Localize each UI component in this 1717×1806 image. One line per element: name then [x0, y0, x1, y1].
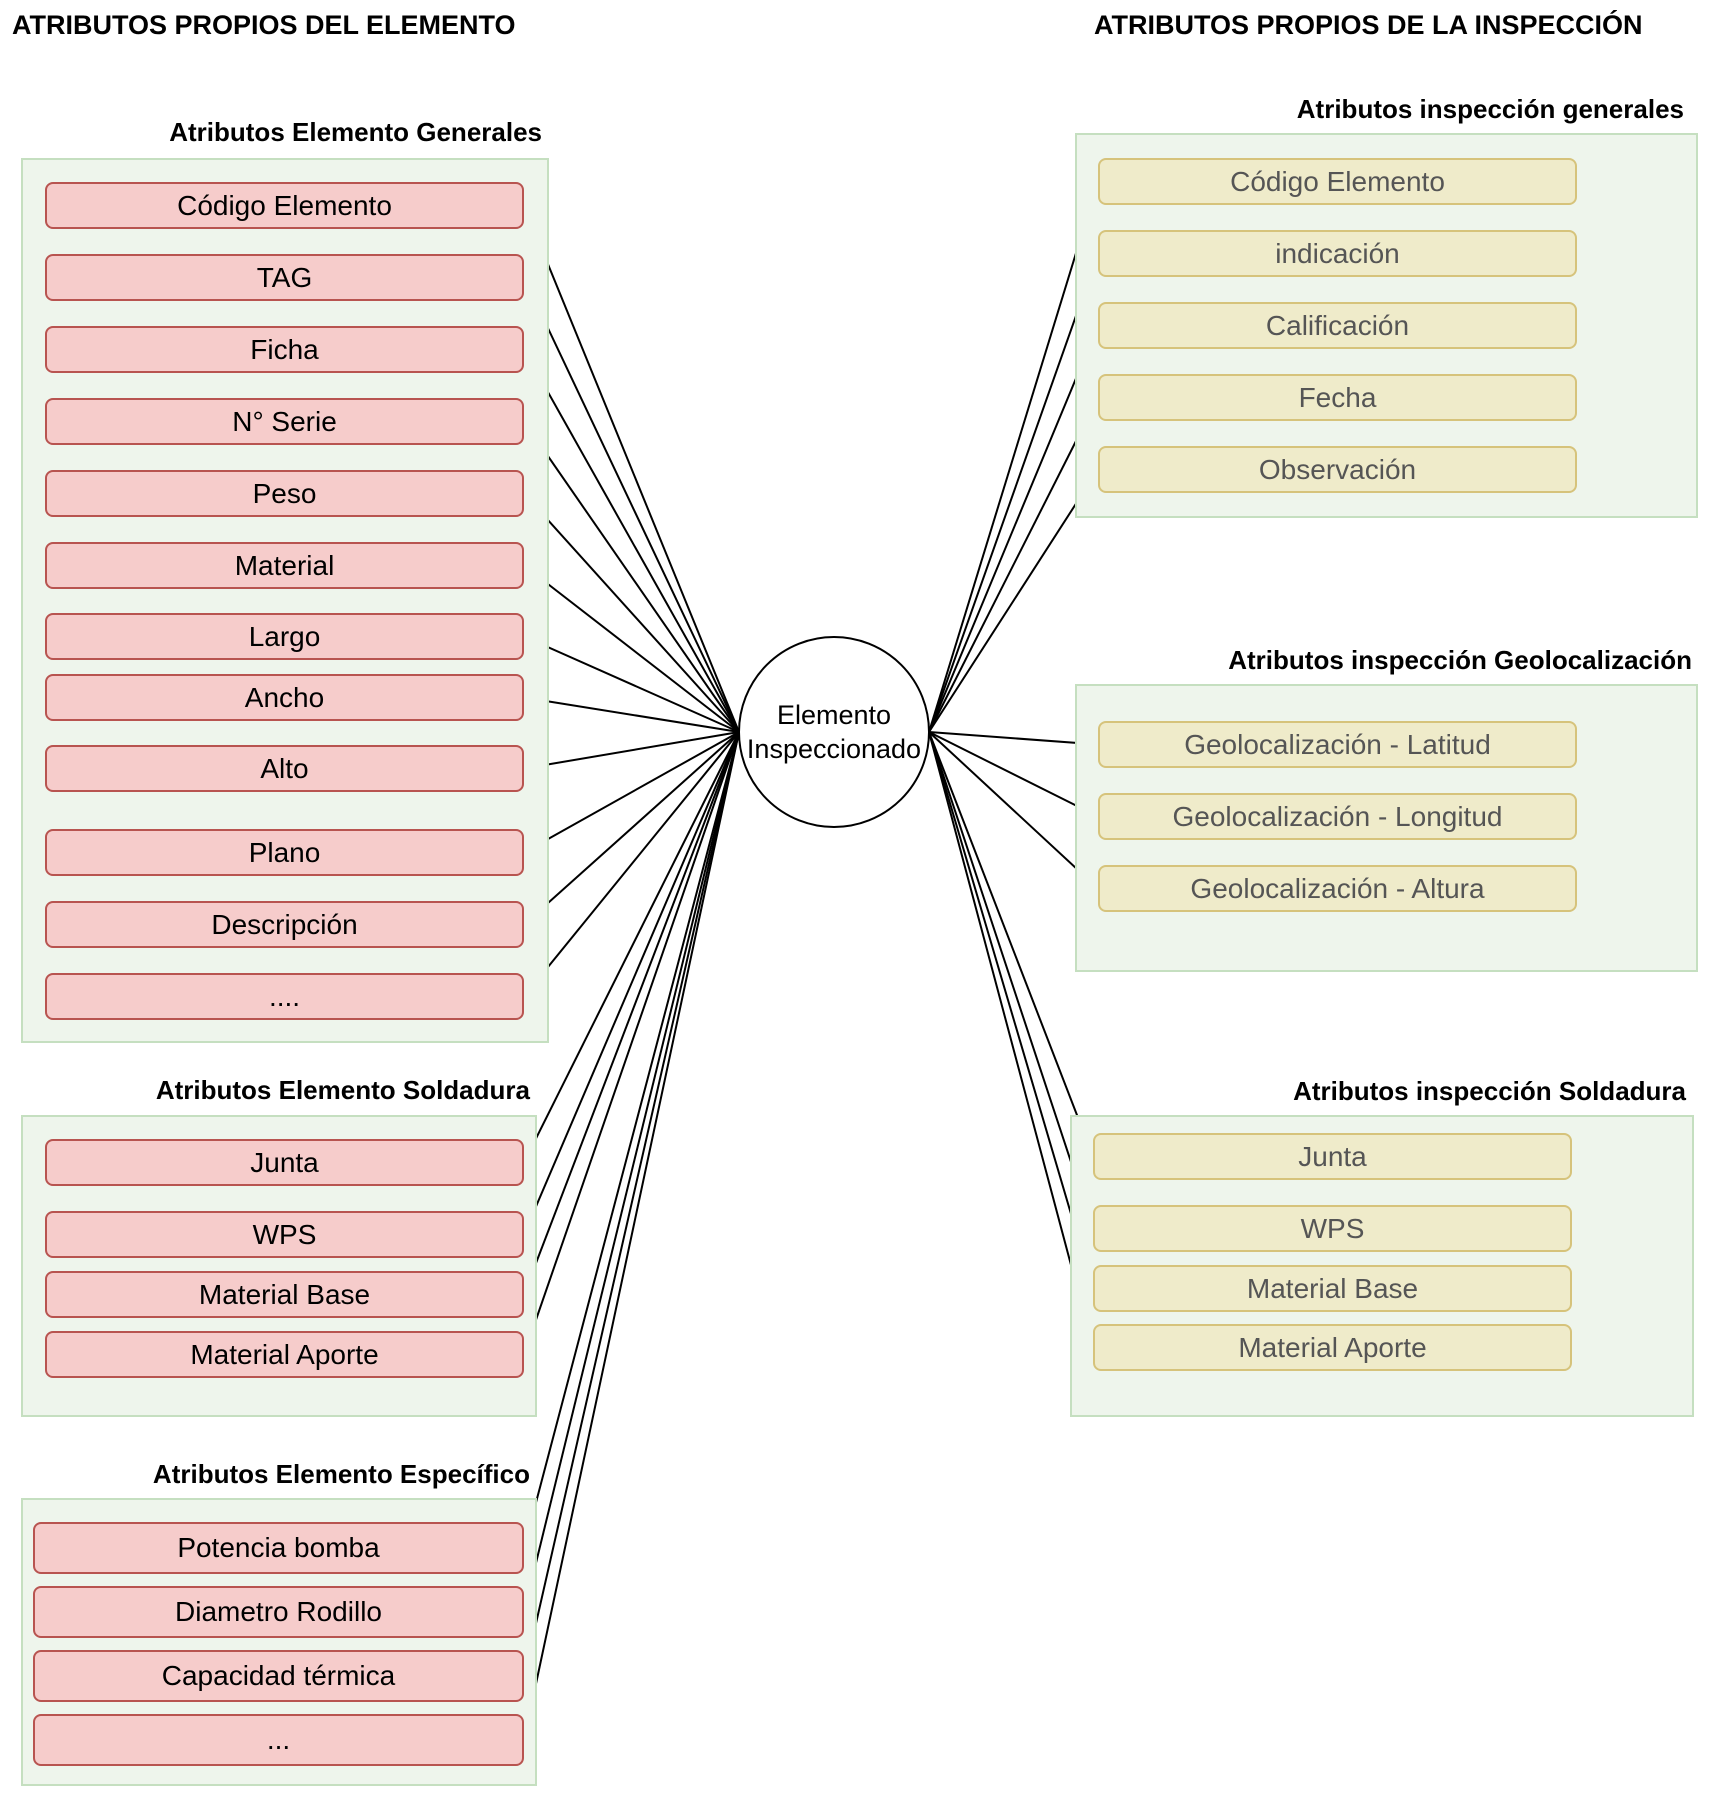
connector-material-base [523, 731, 740, 1295]
left-attribute-n-serie[interactable]: N° Serie [45, 398, 524, 445]
left-attribute-peso[interactable]: Peso [45, 470, 524, 517]
connector-plano [523, 731, 740, 854]
left-group-title-atributos-elemento-especifico: Atributos Elemento Específico [152, 1459, 530, 1489]
connector-insp-geolocalizacion-altura [928, 731, 1099, 890]
left-attribute-capacidad-termica[interactable]: Capacidad térmica [33, 1650, 524, 1702]
left-attribute-potencia-bomba[interactable]: Potencia bomba [33, 1522, 524, 1574]
connector-insp-geolocalizacion-latitud [928, 731, 1099, 746]
left-group-atributos-elemento-generales [21, 158, 549, 1043]
connector-insp-calificacion [928, 325, 1099, 733]
right-group-title-atributos-inspeccion-generales: Atributos inspección generales [1296, 94, 1684, 124]
connector-insp-material-aporte [928, 731, 1094, 1348]
connector-insp-geolocalizacion-longitud [928, 731, 1099, 818]
right-attribute-material-base[interactable]: Material Base [1093, 1265, 1572, 1312]
connector-insp-junta [928, 731, 1094, 1157]
connector-insp-wps [928, 731, 1094, 1229]
heading-inspection-attributes: ATRIBUTOS PROPIOS DE LA INSPECCIÓN [1094, 10, 1643, 40]
right-attribute-codigo-elemento[interactable]: Código Elemento [1098, 158, 1577, 205]
left-attribute-material[interactable]: Material [45, 542, 524, 589]
left-attribute-junta[interactable]: Junta [45, 1139, 524, 1186]
connector-codigo-elemento [523, 205, 740, 733]
connector-potencia-bomba [523, 731, 740, 1549]
connector-peso [523, 492, 740, 733]
hub-label-line1: Elemento [776, 700, 892, 730]
connector-alto [523, 731, 740, 770]
left-attribute-material-base[interactable]: Material Base [45, 1271, 524, 1318]
hub-elemento-inspeccionado[interactable]: Elemento Inspeccionado [738, 636, 930, 828]
connector-insp-observacion [928, 468, 1099, 733]
left-attribute-ancho[interactable]: Ancho [45, 674, 524, 721]
left-group-title-atributos-elemento-generales: Atributos Elemento Generales [169, 117, 542, 147]
left-attribute-descripcion[interactable]: Descripción [45, 901, 524, 948]
left-attribute-ellipsis[interactable]: .... [45, 973, 524, 1020]
left-attribute-ellipsis[interactable]: ... [33, 1714, 524, 1766]
connector-ellipsis [523, 731, 740, 1741]
left-attribute-alto[interactable]: Alto [45, 745, 524, 792]
connector-n-serie [523, 420, 740, 733]
left-attribute-tag[interactable]: TAG [45, 254, 524, 301]
right-attribute-fecha[interactable]: Fecha [1098, 374, 1577, 421]
left-attribute-codigo-elemento[interactable]: Código Elemento [45, 182, 524, 229]
right-attribute-observacion[interactable]: Observación [1098, 446, 1577, 493]
right-attribute-calificacion[interactable]: Calificación [1098, 302, 1577, 349]
left-group-title-atributos-elemento-soldadura: Atributos Elemento Soldadura [155, 1075, 530, 1105]
connector-material-aporte [523, 731, 740, 1355]
left-attribute-largo[interactable]: Largo [45, 613, 524, 660]
connector-insp-indicacion [928, 253, 1099, 733]
left-attribute-ficha[interactable]: Ficha [45, 326, 524, 373]
connector-insp-fecha [928, 397, 1099, 733]
right-group-title-atributos-inspeccion-geolocalizacion: Atributos inspección Geolocalización [1228, 645, 1692, 675]
left-attribute-diametro-rodillo[interactable]: Diametro Rodillo [33, 1586, 524, 1638]
connector-descripcion [523, 731, 740, 926]
right-attribute-geolocalizacion-longitud[interactable]: Geolocalización - Longitud [1098, 793, 1577, 840]
left-attribute-wps[interactable]: WPS [45, 1211, 524, 1258]
connector-capacidad-termica [523, 731, 740, 1677]
connector-largo [523, 635, 740, 733]
right-attribute-wps[interactable]: WPS [1093, 1205, 1572, 1252]
heading-element-attributes: ATRIBUTOS PROPIOS DEL ELEMENTO [12, 10, 516, 40]
right-attribute-junta[interactable]: Junta [1093, 1133, 1572, 1180]
right-attribute-geolocalizacion-altura[interactable]: Geolocalización - Altura [1098, 865, 1577, 912]
left-attribute-plano[interactable]: Plano [45, 829, 524, 876]
connector-ficha [523, 349, 740, 733]
connector-tag [523, 277, 740, 733]
connector-diametro-rodillo [523, 731, 740, 1613]
connector-ancho [523, 696, 740, 733]
left-attribute-material-aporte[interactable]: Material Aporte [45, 1331, 524, 1378]
hub-label-line2: Inspeccionado [746, 734, 922, 764]
connector-wps [523, 731, 740, 1235]
right-attribute-material-aporte[interactable]: Material Aporte [1093, 1324, 1572, 1371]
right-group-title-atributos-inspeccion-soldadura: Atributos inspección Soldadura [1293, 1076, 1686, 1106]
connector-insp-codigo-elemento [928, 181, 1099, 733]
right-attribute-indicacion[interactable]: indicación [1098, 230, 1577, 277]
connector-material [523, 564, 740, 733]
connector-junta [523, 731, 740, 1163]
connector-insp-material-base [928, 731, 1094, 1289]
right-attribute-geolocalizacion-latitud[interactable]: Geolocalización - Latitud [1098, 721, 1577, 768]
connector-ellipsis [523, 731, 740, 998]
